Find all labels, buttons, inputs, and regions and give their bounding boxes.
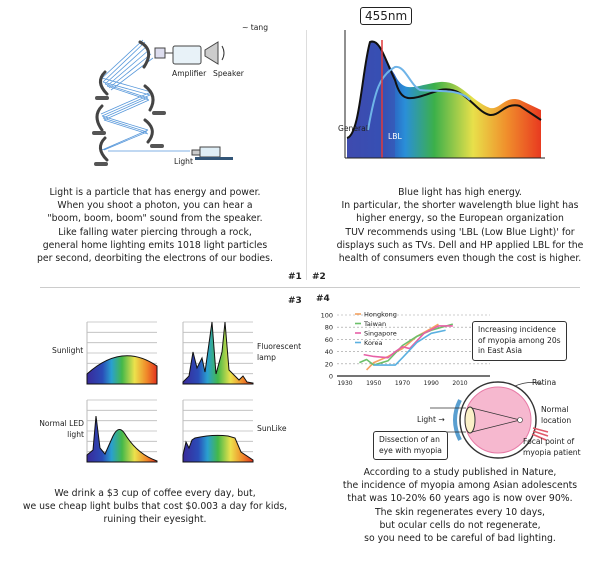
general-label: General — [338, 124, 368, 133]
text-line: When you shoot a photon, you can hear a — [57, 200, 253, 212]
spectrum-chart — [182, 399, 254, 463]
myopia-line-chart: 0 20 40 60 80 100 1930 1950 1970 1990 2010 Hongkong… — [321, 311, 490, 387]
y-tick-label: 80 — [325, 324, 333, 332]
spectrum-curve — [182, 321, 254, 385]
text-line: ruining their eyesight. — [103, 514, 207, 526]
y-tick-label: 100 — [321, 312, 333, 320]
horizontal-divider — [40, 287, 580, 288]
text-line: health of consumers even though the cost… — [338, 253, 582, 265]
callout-line: of myopia among 20s — [478, 335, 561, 345]
sound-label: ~ tang — [242, 23, 269, 32]
legend-label: Korea — [364, 339, 382, 347]
label-line: location — [541, 416, 572, 425]
series-line-singapore — [363, 325, 453, 359]
light-label: Light — [174, 157, 193, 166]
text-line: displays such as TVs. Dell and HP applie… — [336, 239, 584, 251]
y-tick-label: 20 — [325, 360, 333, 368]
x-tick-label: 1930 — [337, 380, 352, 387]
panel-3-text: We drink a $3 cup of coffee every day, b… — [10, 487, 300, 527]
panel-number: #1 — [288, 272, 302, 282]
panel-number: #4 — [316, 294, 330, 304]
x-tick-label: 2010 — [452, 380, 467, 387]
panel-number: #2 — [312, 272, 326, 282]
spectrum-label-sunlike: SunLike — [257, 424, 287, 433]
label-line: myopia patient — [523, 448, 581, 457]
text-line: According to a study published in Nature… — [363, 467, 557, 478]
y-tick-label: 40 — [325, 348, 333, 356]
text-line: Like falling water piercing through a ro… — [58, 226, 252, 238]
retina-label: Retina — [532, 378, 557, 387]
text-line: Light is a particle that has energy and … — [49, 187, 261, 198]
spectrum-label-led: Normal LED light — [39, 419, 84, 439]
lbl-spectrum-chart — [344, 30, 545, 159]
text-line: "boom, boom, boom" sound from the speake… — [47, 213, 263, 225]
speaker-label: Speaker — [213, 69, 244, 78]
label-line: Focal point of — [523, 437, 575, 446]
photon-mirror-illustration — [92, 39, 233, 166]
text-line: but ocular cells do not regenerate, — [379, 519, 541, 531]
light-spectra-charts — [86, 321, 254, 463]
series-line-korea — [373, 329, 446, 366]
spectrum-chart — [86, 321, 158, 385]
legend-label: Taiwan — [363, 320, 386, 328]
text-line: We drink a $3 cup of coffee every day, b… — [54, 488, 256, 499]
text-line: higher energy, so the European organizat… — [356, 213, 564, 225]
text-line: general home lighting emits 1018 light p… — [42, 239, 268, 251]
legend-label: Hongkong — [364, 311, 397, 319]
y-tick-label: 60 — [325, 336, 333, 344]
vertical-divider — [306, 30, 307, 280]
text-line: In particular, the shorter wavelength bl… — [341, 200, 579, 212]
label-line: Normal — [541, 405, 569, 414]
x-tick-label: 1950 — [366, 380, 381, 387]
legend-label: Singapore — [364, 330, 397, 338]
series-line-hongkong — [365, 323, 439, 371]
myopic-eye-diagram — [430, 381, 549, 459]
wavelength-tag: 455nm — [360, 7, 413, 25]
light-label: Light → — [417, 415, 445, 424]
spectrum-label-sunlight: Sunlight — [52, 346, 84, 355]
focal-point-label: Focal point of myopia patient — [523, 436, 581, 458]
panel-number: #3 — [288, 296, 302, 306]
eye-callout: Dissection of an eye with myopia — [373, 431, 448, 460]
y-tick-label: 0 — [329, 373, 333, 381]
text-line: Blue light has high energy. — [398, 187, 522, 198]
spectrum-curve — [86, 415, 158, 463]
text-line: TUV recommends using 'LBL (Low Blue Ligh… — [345, 226, 575, 238]
callout-line: Increasing incidence — [478, 325, 556, 334]
text-line: The skin regenerates every 10 days, — [374, 506, 546, 518]
spectrum-curve — [86, 355, 158, 385]
x-tick-label: 1990 — [424, 380, 439, 387]
callout-line: Dissection of an — [379, 435, 440, 444]
text-line: per second, deorbiting the electrons of … — [37, 253, 273, 265]
text-line: so you need to be careful of bad lightin… — [364, 533, 556, 545]
lbl-label: LBL — [388, 132, 402, 141]
panel-2-text: Blue light has high energy. In particula… — [310, 186, 610, 265]
callout-line: in East Asia — [478, 346, 523, 355]
text-line: that was 10-20% 60 years ago is now over… — [347, 493, 573, 505]
normal-location-label: Normal location — [541, 404, 571, 426]
spectrum-label-fluorescent: Fluorescent lamp — [257, 342, 302, 362]
callout-line: eye with myopia — [379, 445, 442, 455]
x-tick-label: 1970 — [395, 380, 410, 387]
text-line: we use cheap light bulbs that cost $0.00… — [22, 501, 288, 513]
energy-difference-label: Energy difference 10% — [352, 159, 439, 168]
panel-1-text: Light is a particle that has energy and … — [10, 186, 300, 265]
chart-callout: Increasing incidence of myopia among 20s… — [472, 321, 567, 361]
spectrum-chart — [182, 321, 254, 385]
spectrum-chart — [86, 399, 158, 463]
spectrum-curve — [182, 434, 254, 463]
amplifier-label: Amplifier — [172, 69, 207, 78]
panel-4-text: According to a study published in Nature… — [310, 466, 610, 545]
text-line: the incidence of myopia among Asian adol… — [342, 480, 578, 492]
